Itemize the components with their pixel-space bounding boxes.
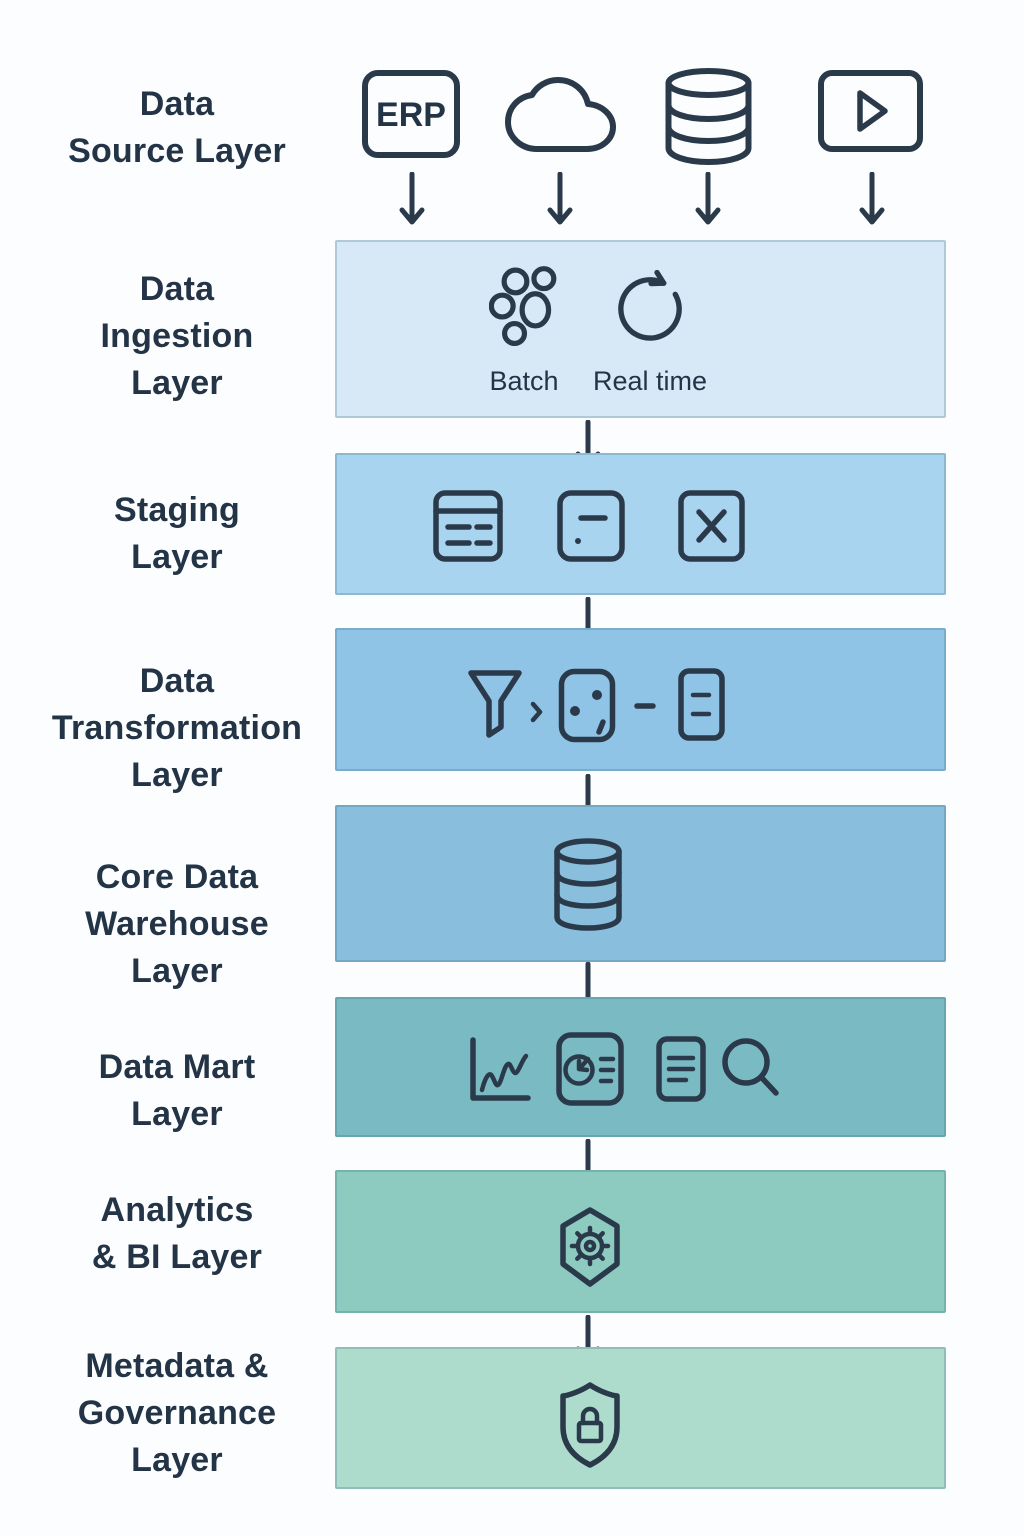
pie-report-icon — [556, 1032, 624, 1106]
magnifier-icon — [720, 1036, 780, 1098]
label-data-mart-layer: Data Mart Layer — [98, 1048, 256, 1133]
batch-circles-icon — [489, 266, 559, 348]
band-analytics-bi — [335, 1170, 946, 1313]
arrow-down — [547, 172, 573, 225]
arrow-down — [399, 172, 425, 225]
label-staging-layer: Staging Layer — [113, 491, 241, 576]
band-staging — [335, 453, 946, 595]
erp-icon: ERP — [362, 70, 460, 158]
funnel-icon — [468, 670, 522, 738]
arrow-down — [695, 172, 721, 225]
database-cylinder-icon — [554, 838, 622, 931]
chevron-right-icon — [530, 700, 544, 724]
dice-icon — [558, 668, 616, 743]
minus-icon — [634, 700, 656, 712]
band-data-transformation — [335, 628, 946, 771]
minus-square-icon — [557, 490, 625, 563]
label-analytics-bi-layer: Analytics & BI Layer — [91, 1191, 263, 1276]
band-data-mart — [335, 997, 946, 1137]
realtime-label: Real time — [592, 366, 708, 396]
label-data-transformation-layer: Data Transformation Layer — [51, 662, 303, 794]
label-data-source-layer: Data Source Layer — [68, 85, 286, 170]
realtime-cycle-icon — [615, 270, 685, 344]
batch-label: Batch — [489, 366, 559, 396]
media-play-icon — [818, 70, 923, 152]
shield-lock-icon — [559, 1381, 621, 1469]
table-window-icon — [433, 490, 503, 563]
band-core-data-warehouse — [335, 805, 946, 962]
cloud-icon — [503, 76, 618, 154]
arrow-down — [859, 172, 885, 225]
x-square-icon — [678, 490, 745, 563]
document-icon — [678, 668, 725, 742]
erp-icon-text: ERP — [376, 96, 446, 134]
label-data-ingestion-layer: Data Ingestion Layer — [100, 270, 254, 402]
band-data-ingestion — [335, 240, 946, 418]
gear-hexagon-icon — [559, 1207, 621, 1287]
label-metadata-governance-layer: Metadata & Governance Layer — [77, 1347, 277, 1479]
line-chart-icon — [468, 1036, 532, 1104]
band-metadata-governance — [335, 1347, 946, 1489]
database-icon — [665, 68, 752, 165]
document-lines-icon — [656, 1036, 706, 1102]
label-core-data-warehouse-layer: Core Data Warehouse Layer — [85, 858, 269, 990]
